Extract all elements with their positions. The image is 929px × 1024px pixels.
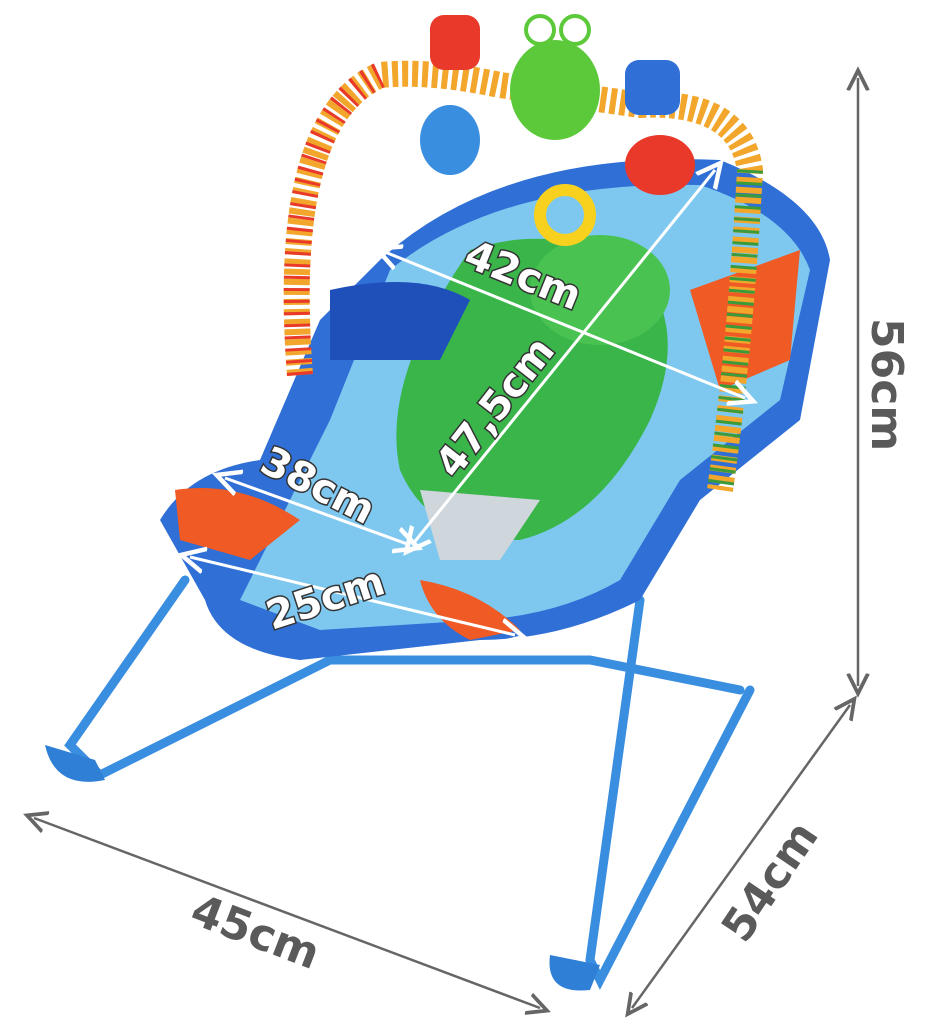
dim-line-seat-width bbox=[225, 478, 410, 545]
dim-line-seat-length bbox=[190, 557, 515, 635]
dim-line-width bbox=[34, 818, 540, 1008]
butterfly-toy bbox=[430, 15, 480, 70]
dim-line-backrest-length bbox=[412, 170, 715, 545]
frame-foot-left bbox=[45, 745, 105, 782]
dim-line-depth bbox=[632, 705, 850, 1008]
label-width: 45cm bbox=[184, 885, 327, 980]
frog-toy bbox=[510, 40, 600, 140]
label-height: 56cm bbox=[861, 318, 912, 451]
label-depth: 54cm bbox=[712, 812, 829, 951]
frame-foot-right bbox=[549, 955, 600, 991]
